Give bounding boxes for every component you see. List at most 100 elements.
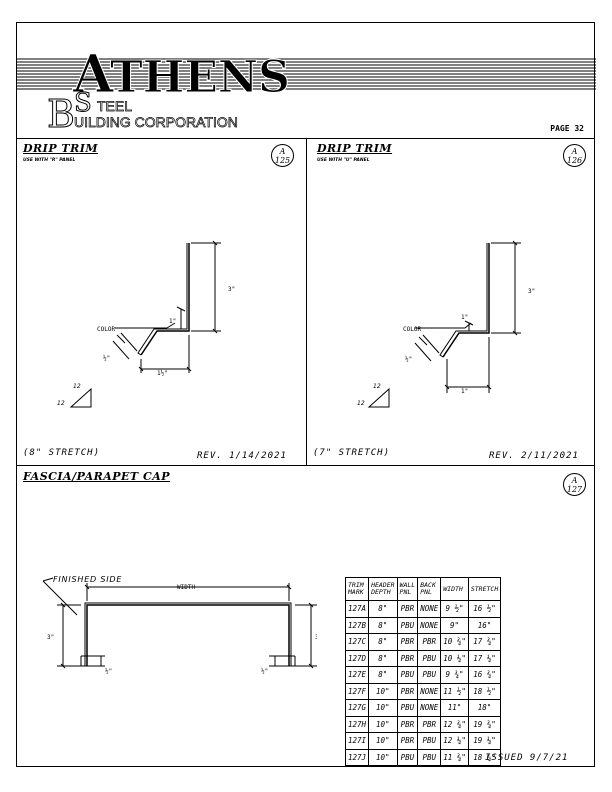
panel2-color-label: COLOR xyxy=(403,326,421,333)
panel1-subtitle: USE WITH "R" PANEL xyxy=(23,158,76,163)
panel1-badge-number: 125 xyxy=(274,156,291,165)
panel1-badge: A 125 xyxy=(271,144,294,167)
logo-graphic: A THENS B S TEEL UILDING CORPORATION xyxy=(17,44,596,137)
table-cell: 10" xyxy=(368,715,398,733)
panel2-stretch: (7" STRETCH) xyxy=(313,448,391,458)
fascia-width-dim: WIDTH xyxy=(177,584,195,591)
table-cell: PBU xyxy=(417,666,442,684)
table-cell: PBR xyxy=(417,715,442,733)
table-cell: PBU xyxy=(396,616,419,634)
table-cell: 127A xyxy=(344,600,370,618)
table-cell: 17 ¾" xyxy=(467,633,502,651)
panel2-drawing: COLOR 3" 1" 1" ½" 12 12 xyxy=(357,240,535,408)
table-cell: 8" xyxy=(368,633,398,651)
logo-line-steel: TEEL xyxy=(97,98,132,114)
panel1-stretch: (8" STRETCH) xyxy=(23,448,101,458)
table-cell: 8" xyxy=(368,666,398,684)
table-cell: 10" xyxy=(368,699,398,717)
table-cell: PBU xyxy=(396,699,419,717)
logo-word: THENS xyxy=(110,52,290,103)
table-cell: NONE xyxy=(417,600,442,618)
panel2-subtitle: USE WITH "U" PANEL xyxy=(317,158,370,163)
table-cell: 127E xyxy=(344,666,370,684)
panel2-title: DRIP TRIM xyxy=(317,142,393,155)
panel1-base-dim: 1½" xyxy=(157,370,168,377)
panel1-badge-letter: A xyxy=(279,147,286,156)
table-cell: PBR xyxy=(396,649,419,667)
panel2-lip-dim: 1" xyxy=(461,314,468,321)
table-cell: 127H xyxy=(344,715,370,733)
table-cell: 11 ½" xyxy=(440,682,469,700)
table-cell: 127J xyxy=(344,748,370,766)
table-cell: PBR xyxy=(396,732,419,750)
col-stretch: STRETCH xyxy=(467,577,502,601)
company-logo: A THENS B S TEEL UILDING CORPORATION xyxy=(17,23,596,138)
divider-top xyxy=(17,138,594,139)
panel1-pitch-side: 12 xyxy=(57,400,65,407)
table-cell: 127I xyxy=(344,732,370,750)
fascia-badge-letter: A xyxy=(571,476,578,485)
table-cell: 127B xyxy=(344,616,370,634)
logo-line-corp: UILDING CORPORATION xyxy=(74,114,238,130)
fascia-badge: A 127 xyxy=(563,473,586,496)
table-cell: 16" xyxy=(467,616,502,634)
table-cell: 11 ¾" xyxy=(440,748,469,766)
panel1-height-dim: 3" xyxy=(228,286,235,293)
table-cell: 10 ¾" xyxy=(440,633,469,651)
panel2-hem-dim: ½" xyxy=(405,356,412,363)
table-cell: 127D xyxy=(344,649,370,667)
table-cell: 9" xyxy=(440,616,469,634)
panel1-pitch-top: 12 xyxy=(73,383,81,390)
table-cell: PBR xyxy=(396,715,419,733)
table-cell: 8" xyxy=(368,600,398,618)
table-cell: 9 ½" xyxy=(440,600,469,618)
col-wall-pnl-l2: PNL xyxy=(399,588,412,596)
table-cell: 8" xyxy=(368,649,398,667)
table-cell: 10" xyxy=(368,748,398,766)
table-cell: PBU xyxy=(417,732,442,750)
fascia-left-height: 3" xyxy=(47,634,54,641)
panel1-color-label: COLOR xyxy=(97,326,115,333)
panel2-base-dim: 1" xyxy=(461,388,468,395)
logo-big-s: S xyxy=(74,88,92,118)
fascia-finished-side: FINISHED SIDE xyxy=(53,575,122,584)
panel2-badge: A 126 xyxy=(563,144,586,167)
panel1-drawing: COLOR 3" 1" 1½" ½" 12 12 xyxy=(57,240,235,408)
table-cell: PBR xyxy=(396,633,419,651)
col-trim-mark-l2: MARK xyxy=(348,588,364,596)
table-cell: 127F xyxy=(344,682,370,700)
table-cell: 12 ¾" xyxy=(440,715,469,733)
panel2-badge-number: 126 xyxy=(566,156,583,165)
panel2-revision: REV. 2/11/2021 xyxy=(489,451,579,461)
divider-bottom xyxy=(17,465,594,466)
panel1-hem-dim: ½" xyxy=(103,355,110,362)
col-header-depth-l2: DEPTH xyxy=(371,588,391,596)
table-cell: PBU xyxy=(417,748,442,766)
table-cell: 17 ¼" xyxy=(467,649,502,667)
col-back-pnl-l2: PNL xyxy=(420,588,432,596)
table-cell: PBR xyxy=(396,600,419,618)
table-cell: 127C xyxy=(344,633,370,651)
fascia-hem-right: ½" xyxy=(261,668,268,675)
panel2-height-dim: 3" xyxy=(528,288,535,295)
table-cell: 18 ¾" xyxy=(467,748,502,766)
fascia-hem-left: ½" xyxy=(105,668,112,675)
table-cell: PBR xyxy=(417,633,442,651)
page-number: PAGE 32 xyxy=(550,124,584,133)
table-cell: 127G xyxy=(344,699,370,717)
col-wall-pnl-l1: WALL xyxy=(399,581,416,589)
panel1-revision: REV. 1/14/2021 xyxy=(197,451,287,461)
